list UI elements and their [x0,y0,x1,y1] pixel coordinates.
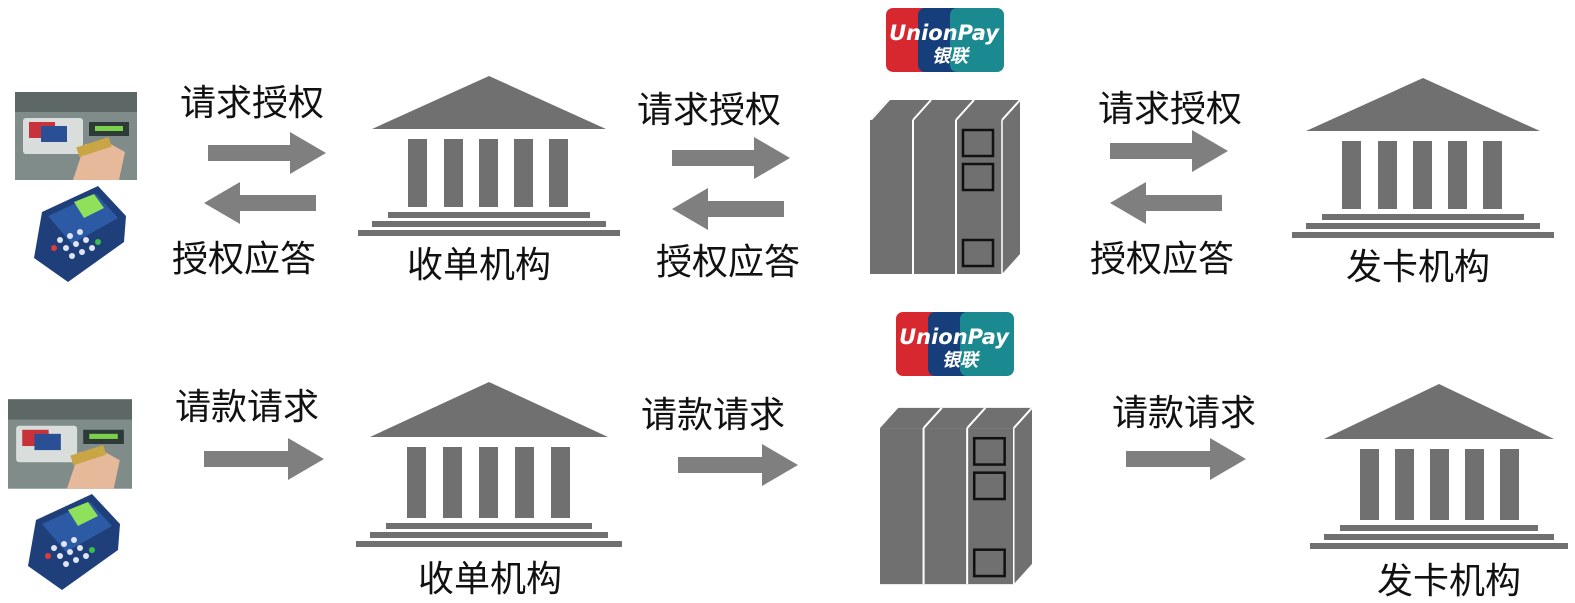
unionpay-server-icon [870,99,1021,276]
payment-request-label: 请款请求 [175,387,320,428]
payment-request-arrow-right [204,438,326,480]
unionpay-server-icon [880,406,1033,588]
request-arrow-right [672,137,792,179]
acquirer-label: 收单机构 [418,559,563,600]
request-arrow-right [208,132,328,174]
request-label: 请求授权 [180,83,325,124]
atm-card-insert-image [15,92,137,180]
unionpay-chinese: 银联 [932,46,971,67]
payment-request-label: 请款请求 [1112,393,1257,434]
acquirer-label: 收单机构 [407,245,552,286]
pos-terminal-image [28,182,128,286]
issuer-label: 发卡机构 [1377,561,1522,602]
request-label: 请求授权 [637,90,782,131]
response-arrow-left [672,188,784,230]
unionpay-logo: UnionPay 银联 [886,8,1004,72]
payment-request-label: 请款请求 [641,395,786,436]
payment-request-arrow-right [1126,438,1248,480]
response-arrow-left [1110,182,1222,224]
issuer-label: 发卡机构 [1346,247,1491,288]
atm-card-insert-image [8,398,132,490]
unionpay-wordmark: UnionPay [899,325,1010,349]
response-label: 授权应答 [656,242,801,283]
acquirer-bank-icon [358,76,620,236]
response-label: 授权应答 [1090,239,1235,280]
response-label: 授权应答 [172,239,317,280]
request-label: 请求授权 [1098,89,1243,130]
issuer-bank-icon [1310,384,1568,550]
acquirer-bank-icon [356,382,622,548]
issuer-bank-icon [1292,78,1554,238]
unionpay-logo: UnionPay 银联 [896,312,1014,376]
response-arrow-left [204,182,316,224]
payment-request-arrow-right [678,444,800,486]
unionpay-chinese: 银联 [942,350,981,371]
unionpay-wordmark: UnionPay [889,21,1000,45]
request-arrow-right [1110,130,1230,172]
pos-terminal-image [22,490,122,594]
